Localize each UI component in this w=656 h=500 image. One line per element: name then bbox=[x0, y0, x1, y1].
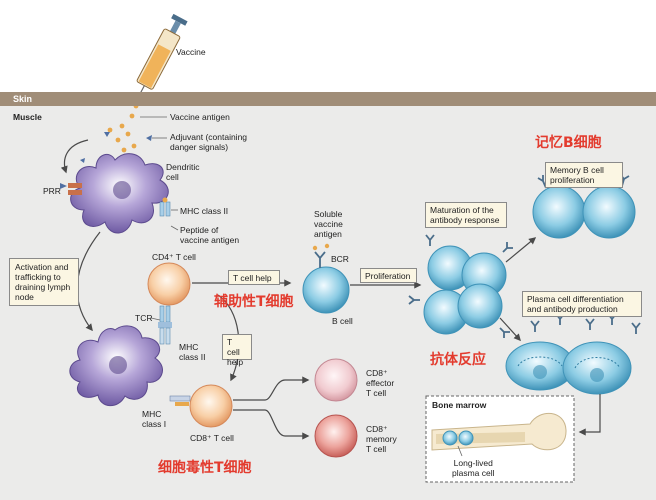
antibody-annotation: 抗体反应 bbox=[430, 352, 486, 368]
vaccine-antigen-label: Vaccine antigen bbox=[170, 112, 230, 122]
adjuvant-marks bbox=[80, 132, 152, 163]
plasma-cells bbox=[505, 341, 632, 395]
cd8-effector-t-cell bbox=[314, 358, 358, 402]
cd4-t-cell bbox=[147, 262, 191, 306]
tcr bbox=[158, 305, 172, 345]
cytotoxic-t-annotation: 细胞毒性T细胞 bbox=[158, 460, 252, 476]
maturation-box: Maturation of the antibody response bbox=[425, 202, 507, 228]
tcr-label: TCR bbox=[135, 313, 153, 323]
mhc-class-i-label: MHC class I bbox=[142, 409, 167, 429]
plasma-diff-box: Plasma cell differentiation and antibody… bbox=[522, 291, 642, 317]
cd8-t-cell bbox=[189, 384, 233, 428]
t-cell-help-box-1: T cell help bbox=[228, 270, 280, 285]
mhc-class-ii-2-label: MHC class II bbox=[179, 342, 206, 362]
b-cell-label: B cell bbox=[332, 316, 353, 326]
soluble-antigen-label: Soluble vaccine antigen bbox=[314, 209, 343, 239]
helper-t-annotation: 辅助性T细胞 bbox=[214, 294, 294, 310]
syringe bbox=[134, 13, 188, 103]
dendritic-cell-2 bbox=[69, 325, 163, 407]
prr-receptor bbox=[60, 183, 82, 195]
dendritic-cell-label: Dendritic cell bbox=[166, 162, 200, 182]
skin-layer-label: Skin bbox=[0, 92, 656, 106]
long-lived-label: Long-lived plasma cell bbox=[452, 458, 495, 478]
mhc-class-ii-label: MHC class II bbox=[180, 206, 229, 216]
mhc-i bbox=[169, 395, 191, 406]
activation-box: Activation and trafficking to draining l… bbox=[9, 258, 79, 306]
vaccine-label: Vaccine bbox=[176, 47, 206, 57]
peptide-label: Peptide of vaccine antigen bbox=[180, 225, 240, 245]
t-cell-help-box-2: T cell help bbox=[222, 334, 252, 367]
prr-label: PRR bbox=[43, 186, 61, 196]
bcr bbox=[314, 251, 326, 268]
bcr-label: BCR bbox=[331, 254, 349, 264]
proliferation-box: Proliferation bbox=[360, 268, 417, 283]
adjuvant-label: Adjuvant (containing danger signals) bbox=[170, 132, 248, 152]
cd8-memory-label: CD8⁺ memory T cell bbox=[366, 424, 397, 454]
mhc-ii-dc1 bbox=[159, 197, 171, 217]
dendritic-cell-1 bbox=[70, 153, 169, 234]
proliferating-b-cells bbox=[423, 245, 507, 335]
bone bbox=[431, 413, 567, 451]
b-cell bbox=[302, 266, 350, 314]
memory-b-annotation: 记忆B细胞 bbox=[535, 135, 602, 151]
cd4-t-cell-label: CD4⁺ T cell bbox=[152, 252, 196, 262]
cd8-effector-label: CD8⁺ effector T cell bbox=[366, 368, 395, 398]
soluble-antigen bbox=[312, 243, 330, 251]
cluster-antibodies bbox=[408, 234, 513, 338]
cd8-memory-t-cell bbox=[314, 414, 358, 458]
bone-marrow-label: Bone marrow bbox=[432, 400, 487, 410]
cd8-t-cell-label: CD8⁺ T cell bbox=[190, 433, 234, 443]
memory-b-box: Memory B cell proliferation bbox=[545, 162, 623, 188]
muscle-layer-label: Muscle bbox=[13, 112, 42, 122]
